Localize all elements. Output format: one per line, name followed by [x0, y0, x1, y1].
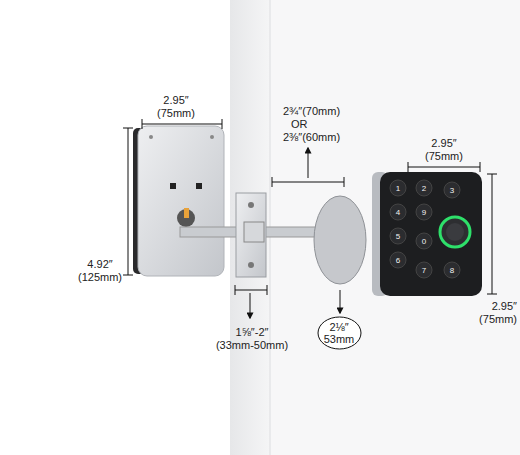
key-button [444, 262, 460, 278]
key-digit: 6 [396, 256, 400, 265]
key-button [390, 252, 406, 268]
door-edge [230, 0, 270, 455]
dimension-label: (125mm) [78, 271, 122, 284]
fingerprint-sensor [440, 217, 470, 247]
dimension-label: 53mm [317, 333, 362, 345]
dimension-label: 2.95″ [492, 300, 517, 313]
dimension-label: 2⅜″(60mm) [283, 131, 340, 144]
exterior-keypad [380, 172, 482, 296]
key-button [416, 204, 432, 220]
dimension-lines [123, 119, 497, 318]
interior-unit [138, 126, 224, 276]
thumb-turn-base [177, 209, 195, 227]
key-button [416, 262, 432, 278]
key-button [390, 228, 406, 244]
key-digit: 5 [396, 232, 400, 241]
dimension-ellipse: 2⅛″53mm [317, 316, 362, 350]
key-button [416, 233, 432, 249]
latch-plate [236, 193, 266, 277]
key-digit: 9 [422, 208, 426, 217]
dimension-label: (75mm) [425, 150, 463, 163]
dimension-label: (33mm-50mm) [216, 339, 288, 352]
dimension-label: 2¾″(70mm) [283, 105, 340, 118]
key-button [390, 204, 406, 220]
key-button [416, 180, 432, 196]
key-digit: 3 [450, 186, 454, 195]
dimension-label: 4.92″ [87, 258, 112, 271]
dimension-label: 1⅝″-2″ [236, 326, 269, 339]
key-digit: 8 [450, 266, 454, 275]
dimension-label: OR [291, 118, 308, 131]
dimension-label: 2.95″ [431, 137, 456, 150]
dimension-label: (75mm) [479, 313, 517, 326]
dimension-label: (75mm) [157, 107, 195, 120]
key-button [390, 180, 406, 196]
key-digit: 0 [422, 237, 426, 246]
key-digit: 4 [396, 208, 400, 217]
dimension-label: 2.95″ [163, 94, 188, 107]
key-digit: 7 [422, 266, 426, 275]
key-digit: 1 [396, 184, 400, 193]
dimension-label: 2⅛″ [317, 321, 362, 333]
key-digit: 2 [422, 184, 426, 193]
key-button [444, 182, 460, 198]
bore-hole [314, 196, 366, 284]
